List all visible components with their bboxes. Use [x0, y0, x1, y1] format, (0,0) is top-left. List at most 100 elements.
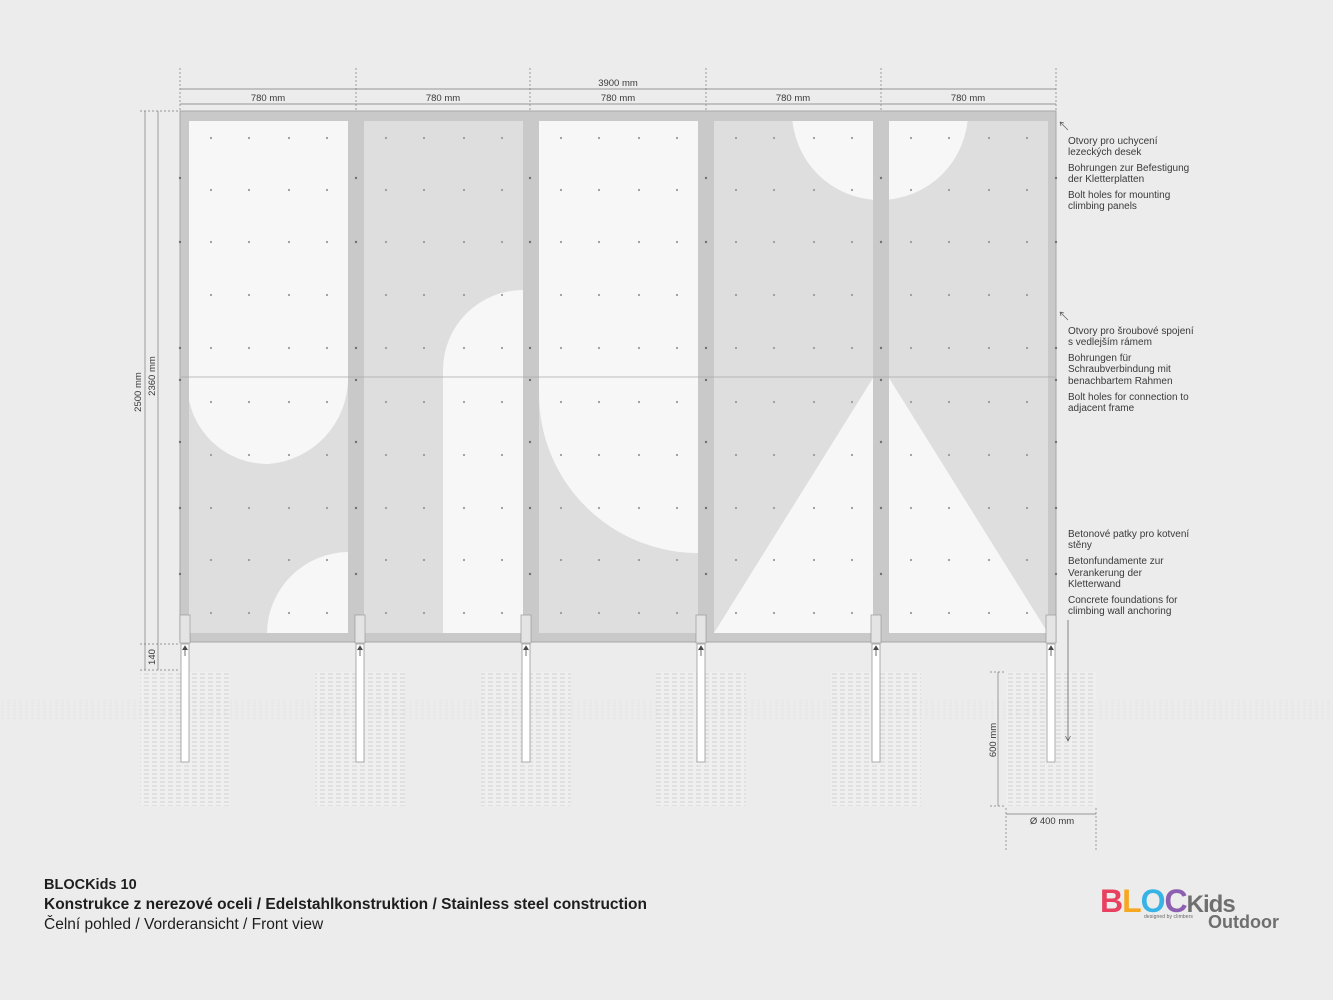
post-4 — [696, 643, 706, 763]
bolt-hole — [422, 136, 426, 140]
bolt-hole — [987, 293, 991, 297]
bolt-hole — [947, 346, 951, 350]
frame-hole — [528, 506, 532, 510]
frame-hole — [704, 440, 708, 444]
bolt-hole — [637, 506, 641, 510]
bolt-hole — [247, 400, 251, 404]
bolt-hole — [987, 400, 991, 404]
frame-hole — [704, 506, 708, 510]
frame-hole — [879, 176, 883, 180]
bolt-hole — [909, 611, 913, 615]
panel-2 — [364, 121, 523, 633]
svg-text:Betonfundamente zur: Betonfundamente zur — [1068, 556, 1164, 567]
bolt-hole — [675, 506, 679, 510]
bolt-hole — [209, 453, 213, 457]
bolt-hole — [637, 453, 641, 457]
bolt-hole — [987, 188, 991, 192]
foundations — [0, 672, 1333, 806]
anchor-arrows — [182, 645, 1054, 656]
bolt-hole — [947, 453, 951, 457]
dim-inner-height: 2360 mm — [147, 356, 158, 396]
bolt-hole — [812, 611, 816, 615]
bolt-hole — [325, 506, 329, 510]
bolt-hole — [209, 188, 213, 192]
bolt-hole — [325, 558, 329, 562]
bolt-hole — [500, 346, 504, 350]
bolt-hole — [947, 558, 951, 562]
bolt-hole — [909, 506, 913, 510]
frame-hole — [879, 346, 883, 350]
frame-hole — [354, 440, 358, 444]
frame-hole — [354, 346, 358, 350]
base-plates — [179, 614, 1057, 644]
bolt-hole — [637, 240, 641, 244]
frame-hole — [178, 346, 182, 350]
bolt-hole — [422, 346, 426, 350]
bolt-hole — [287, 136, 291, 140]
frame-hole — [704, 346, 708, 350]
bolt-hole — [812, 558, 816, 562]
bolt-hole — [850, 188, 854, 192]
bolt-hole — [209, 400, 213, 404]
bolt-hole — [462, 453, 466, 457]
bolt-hole — [1025, 346, 1029, 350]
frame-hole — [354, 240, 358, 244]
bolt-hole — [987, 136, 991, 140]
bolt-hole — [500, 136, 504, 140]
bolt-hole — [772, 558, 776, 562]
bolt-hole — [734, 240, 738, 244]
bolt-hole — [812, 188, 816, 192]
post-5 — [871, 643, 881, 763]
bolt-hole — [772, 453, 776, 457]
bolt-hole — [675, 400, 679, 404]
bolt-hole — [325, 453, 329, 457]
bolt-hole — [734, 453, 738, 457]
frame-hole — [1054, 240, 1058, 244]
frame-hole — [354, 572, 358, 576]
bolt-hole — [422, 453, 426, 457]
bolt-hole — [675, 558, 679, 562]
bolt-hole — [247, 506, 251, 510]
svg-text:climbing panels: climbing panels — [1068, 201, 1137, 212]
bolt-hole — [812, 346, 816, 350]
svg-text:Otvory pro šroubové spojení: Otvory pro šroubové spojení — [1068, 326, 1194, 337]
frame-hole — [1054, 176, 1058, 180]
dim-panel-4: 780 mm — [776, 93, 810, 104]
bolt-hole — [325, 188, 329, 192]
bolt-hole — [462, 136, 466, 140]
bolt-hole — [734, 611, 738, 615]
posts — [180, 643, 1056, 763]
bolt-hole — [734, 506, 738, 510]
bolt-hole — [597, 558, 601, 562]
bolt-hole — [247, 293, 251, 297]
bolt-hole — [675, 293, 679, 297]
bolt-hole — [500, 453, 504, 457]
bolt-hole — [850, 136, 854, 140]
leader-lines — [1059, 121, 1071, 742]
frame-hole — [879, 572, 883, 576]
frame-hole — [178, 378, 182, 382]
bolt-hole — [987, 506, 991, 510]
bolt-hole — [734, 293, 738, 297]
bolt-hole — [209, 293, 213, 297]
bolt-hole — [812, 453, 816, 457]
bolt-hole — [247, 346, 251, 350]
frame-hole — [704, 572, 708, 576]
bolt-hole — [637, 188, 641, 192]
frame-hole — [354, 506, 358, 510]
bolt-hole — [559, 346, 563, 350]
logo-letter-o: O — [1140, 883, 1166, 919]
bolt-hole — [772, 346, 776, 350]
ground-band — [0, 700, 1333, 720]
frame-hole — [704, 378, 708, 382]
bolt-hole — [597, 188, 601, 192]
dimension-lines — [140, 68, 1097, 850]
svg-text:lezeckých desek: lezeckých desek — [1068, 147, 1142, 158]
frame-hole — [1054, 378, 1058, 382]
bolt-hole — [675, 188, 679, 192]
bolt-hole — [500, 400, 504, 404]
bolt-hole — [850, 293, 854, 297]
bolt-hole — [384, 346, 388, 350]
bolt-hole — [462, 400, 466, 404]
